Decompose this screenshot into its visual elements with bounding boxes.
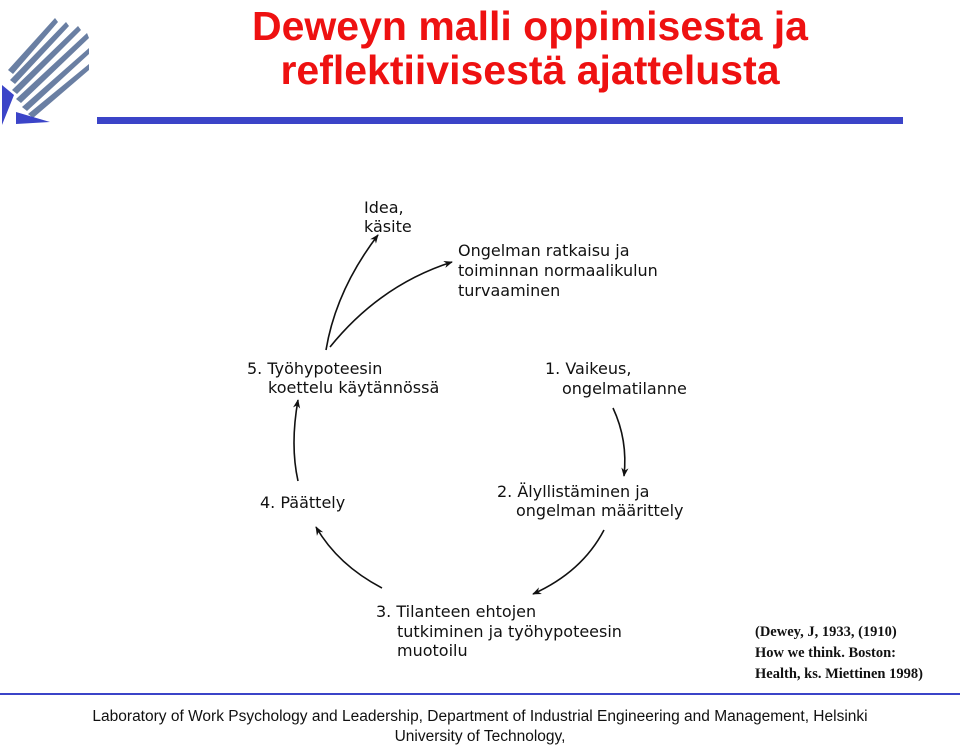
title-divider <box>97 117 903 124</box>
step5-label-1: 5. Työhypoteesin <box>247 359 382 378</box>
footer-line-2: University of Technology, <box>394 728 566 745</box>
citation: (Dewey, J, 1933, (1910) How we think. Bo… <box>755 622 960 685</box>
arrow-2-to-3 <box>532 529 605 595</box>
arrow-4-to-5 <box>293 399 301 482</box>
footer-divider <box>0 693 960 695</box>
footer: Laboratory of Work Psychology and Leader… <box>40 707 920 747</box>
step2-label-1: 2. Älyllistäminen ja <box>497 482 649 501</box>
solution-label-1: Ongelman ratkaisu ja <box>458 241 630 260</box>
idea-label: Idea, <box>364 198 404 217</box>
citation-line-3: Health, ks. Miettinen 1998) <box>755 666 923 682</box>
solution-label-2: toiminnan normaalikulun <box>458 261 658 280</box>
step2-label-2: ongelman määrittely <box>516 501 684 520</box>
arrow-5-to-solution <box>329 261 453 348</box>
footer-line-1: Laboratory of Work Psychology and Leader… <box>92 708 868 725</box>
page-title: Deweyn malli oppimisesta ja reflektiivis… <box>120 4 940 92</box>
step3-label-3: muotoilu <box>397 641 468 660</box>
citation-line-1: (Dewey, J, 1933, (1910) <box>755 624 897 640</box>
step5-label-2: koettelu käytännössä <box>268 378 439 397</box>
title-line-1: Deweyn malli oppimisesta ja <box>252 3 808 49</box>
arrow-5-to-idea <box>325 234 379 351</box>
title-line-2: reflektiivisestä ajattelusta <box>280 47 780 93</box>
university-logo-icon <box>2 18 89 125</box>
arrow-3-to-4 <box>315 526 383 589</box>
arrow-1-to-2 <box>612 407 629 477</box>
idea-label-2: käsite <box>364 217 412 236</box>
step1-label-2: ongelmatilanne <box>562 379 687 398</box>
solution-label-3: turvaaminen <box>458 281 560 300</box>
step1-label-1: 1. Vaikeus, <box>545 359 631 378</box>
step4-label: 4. Päättely <box>260 493 345 512</box>
citation-line-2: How we think. Boston: <box>755 645 896 661</box>
step3-label-1: 3. Tilanteen ehtojen <box>376 602 536 621</box>
step3-label-2: tutkiminen ja työhypoteesin <box>397 622 622 641</box>
